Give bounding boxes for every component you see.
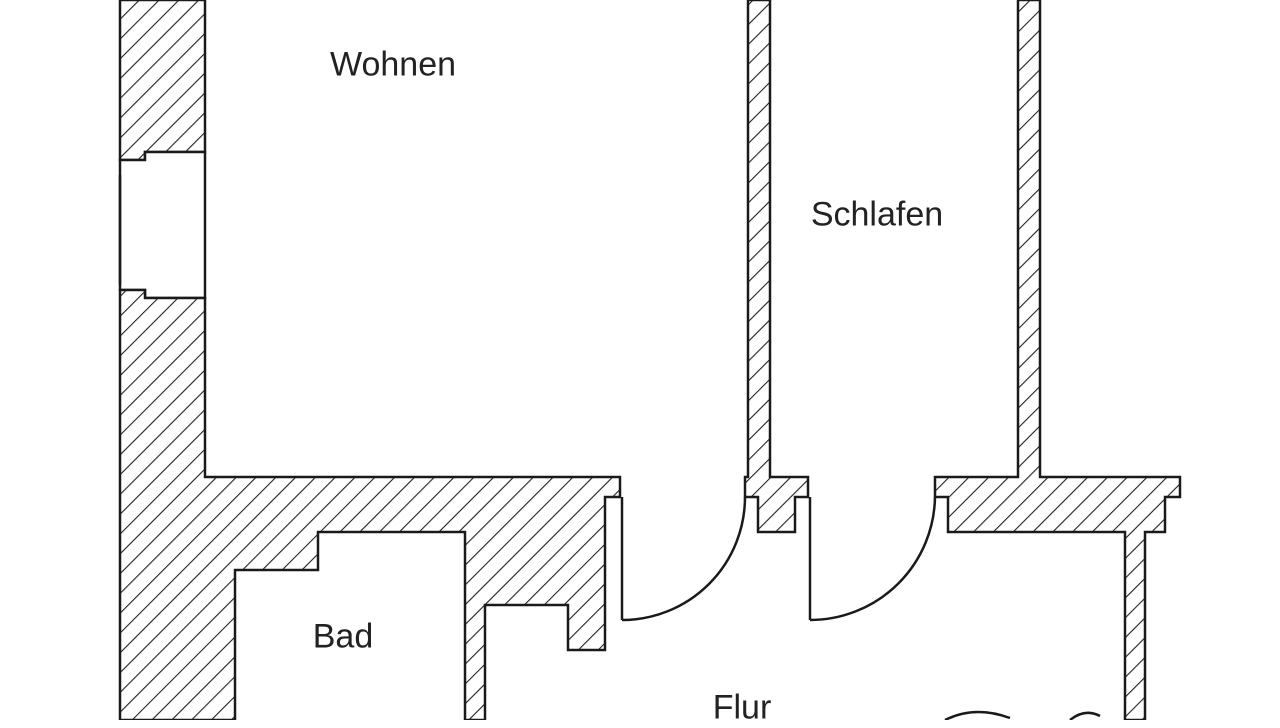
window bbox=[118, 150, 207, 300]
room-label-schlafen: Schlafen bbox=[810, 195, 944, 234]
wall-left-top bbox=[118, 0, 207, 162]
room-label-flur: Flur bbox=[712, 688, 772, 727]
room-label-wohnen: Wohnen bbox=[329, 45, 457, 84]
door-wohnen-swing bbox=[621, 496, 747, 622]
door-schlafen-swing bbox=[809, 496, 937, 622]
wall-schlafen-left bbox=[743, 0, 810, 534]
wall-schlafen-right bbox=[933, 0, 1182, 720]
room-label-bad: Bad bbox=[312, 617, 374, 656]
wall-left-lower bbox=[118, 288, 622, 720]
flur-fixture bbox=[944, 710, 1101, 720]
